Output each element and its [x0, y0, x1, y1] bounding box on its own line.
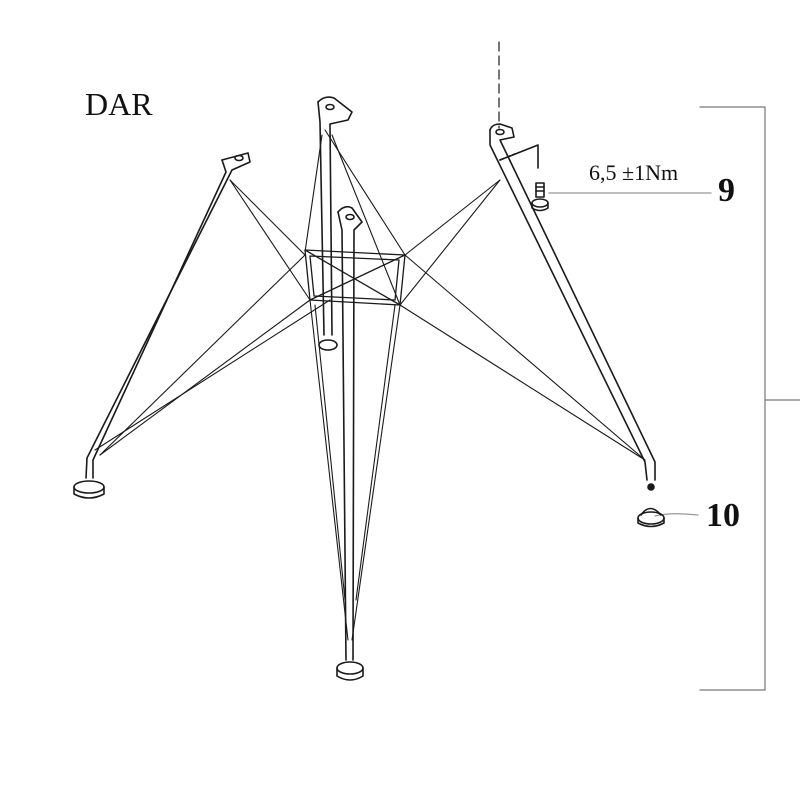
torque-spec: 6,5 ±1Nm: [589, 160, 679, 185]
leg-back-middle: [317, 96, 353, 351]
screw-part-9: [499, 144, 549, 212]
leg-back-left: [73, 152, 251, 499]
part-number-9: 9: [718, 172, 735, 209]
center-frame: [304, 249, 406, 306]
dimension-bracket: [699, 106, 800, 691]
leg-right: [489, 123, 656, 491]
leader-10: [654, 513, 699, 517]
part-number-10: 10: [706, 497, 740, 534]
leg-front: [336, 205, 364, 681]
wire-struts: [94, 129, 646, 641]
glide-part-10: [637, 507, 665, 528]
model-label: DAR: [85, 86, 153, 122]
